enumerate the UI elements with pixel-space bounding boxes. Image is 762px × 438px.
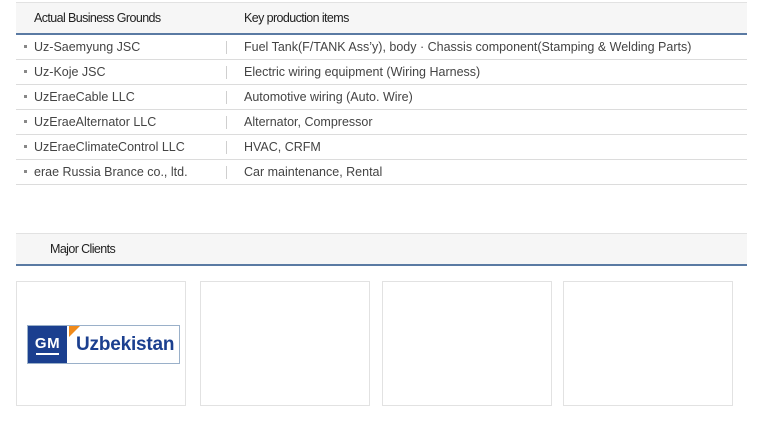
column-divider xyxy=(226,141,227,154)
business-table: Actual Business Grounds Key production i… xyxy=(16,2,747,185)
table-row: Uz-Saemyung JSC Fuel Tank(F/TANK Ass’y),… xyxy=(16,35,747,60)
column-divider xyxy=(226,116,227,129)
table-row: Uz-Koje JSC Electric wiring equipment (W… xyxy=(16,60,747,85)
table-row: erae Russia Brance co., ltd. Car mainten… xyxy=(16,160,747,185)
ground-cell: UzEraeClimateControl LLC xyxy=(34,140,185,154)
item-cell: Automotive wiring (Auto. Wire) xyxy=(244,90,413,104)
logo-name: Uzbekistan xyxy=(76,334,175,355)
clients-header: Major Clients xyxy=(16,233,747,266)
clients-title: Major Clients xyxy=(50,242,116,256)
client-logo-box xyxy=(200,281,370,406)
ground-cell: Uz-Koje JSC xyxy=(34,65,106,79)
item-cell: Car maintenance, Rental xyxy=(244,165,383,179)
bullet-icon xyxy=(24,95,27,98)
column-divider xyxy=(226,91,227,104)
ground-cell: erae Russia Brance co., ltd. xyxy=(34,165,188,179)
column-divider xyxy=(226,66,227,79)
table-row: UzEraeAlternator LLC Alternator, Compres… xyxy=(16,110,747,135)
gm-mark: GM xyxy=(28,326,67,363)
header-items: Key production items xyxy=(244,11,349,25)
client-logo-box xyxy=(563,281,733,406)
ground-cell: Uz-Saemyung JSC xyxy=(34,40,141,54)
item-cell: HVAC, CRFM xyxy=(244,140,321,154)
gm-underline xyxy=(36,353,59,355)
accent-triangle-icon xyxy=(69,326,80,337)
gm-uzbekistan-logo: GM Uzbekistan xyxy=(27,325,180,364)
column-divider xyxy=(226,41,227,54)
bullet-icon xyxy=(24,45,27,48)
business-table-header: Actual Business Grounds Key production i… xyxy=(16,2,747,35)
header-grounds: Actual Business Grounds xyxy=(34,11,161,25)
bullet-icon xyxy=(24,70,27,73)
bullet-icon xyxy=(24,120,27,123)
client-logo-box xyxy=(382,281,552,406)
client-logo-box: GM Uzbekistan xyxy=(16,281,186,406)
ground-cell: UzEraeCable LLC xyxy=(34,90,135,104)
item-cell: Electric wiring equipment (Wiring Harnes… xyxy=(244,65,481,79)
table-row: UzEraeCable LLC Automotive wiring (Auto.… xyxy=(16,85,747,110)
ground-cell: UzEraeAlternator LLC xyxy=(34,115,157,129)
table-row: UzEraeClimateControl LLC HVAC, CRFM xyxy=(16,135,747,160)
bullet-icon xyxy=(24,145,27,148)
item-cell: Fuel Tank(F/TANK Ass’y), body · Chassis … xyxy=(244,40,692,54)
column-divider xyxy=(226,166,227,179)
bullet-icon xyxy=(24,170,27,173)
item-cell: Alternator, Compressor xyxy=(244,115,373,129)
gm-mark-text: GM xyxy=(34,335,61,352)
